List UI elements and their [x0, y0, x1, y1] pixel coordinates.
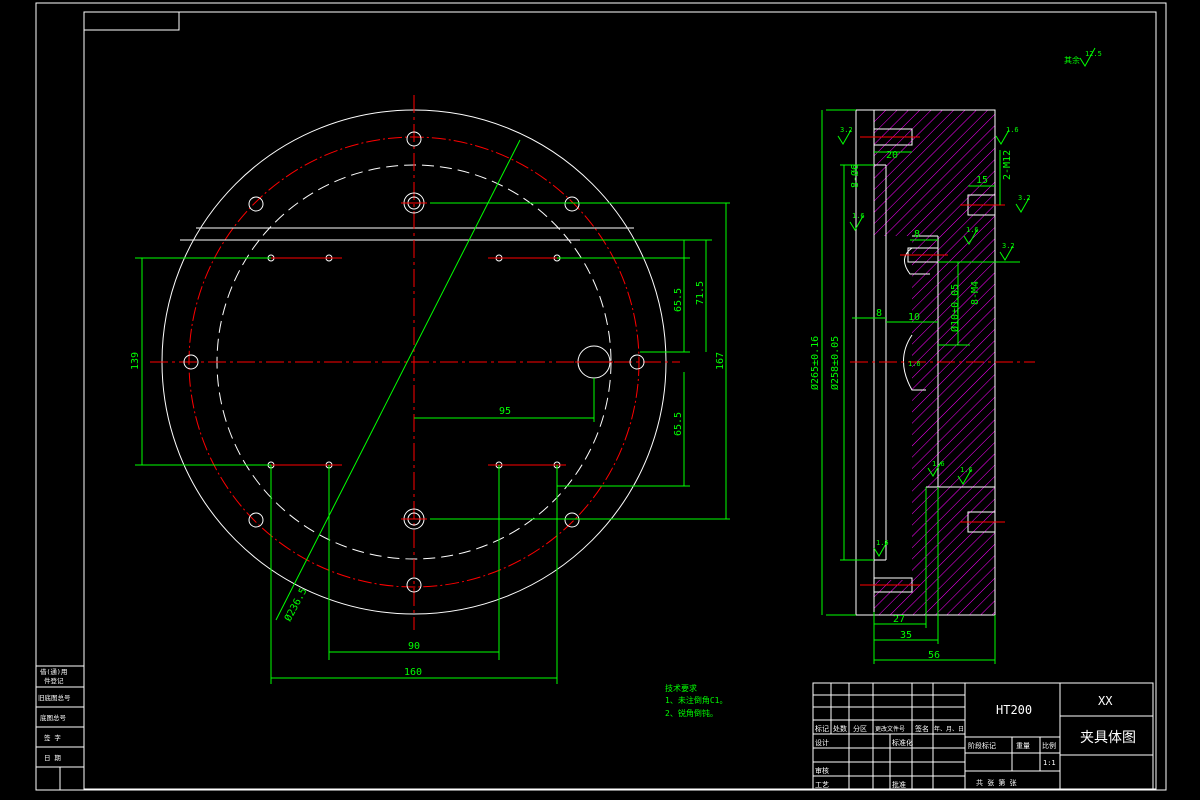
roughness-8: 1.6 — [932, 460, 945, 468]
dim-10: 10 — [908, 312, 920, 323]
header-col-1: 标记 — [815, 724, 829, 733]
dim-65-5-bot: 65.5 — [673, 412, 684, 436]
strip-row-1: 借(通)用 — [40, 667, 67, 676]
scale-value: 1:1 — [1043, 759, 1056, 767]
dim-35: 35 — [900, 630, 912, 641]
dim-90: 90 — [408, 641, 420, 652]
note-other-value: 12.5 — [1085, 50, 1102, 58]
roughness-2: 1.6 — [1006, 126, 1019, 134]
strip-row-3: 旧底图总号 — [38, 693, 71, 702]
section-centerlines — [850, 136, 1035, 586]
left-strip-table: 借(通)用 件登记 旧底图总号 底图总号 签 字 日 期 — [35, 665, 85, 791]
role-process: 工艺 — [815, 781, 829, 789]
dim-95: 95 — [499, 406, 511, 417]
dim-139: 139 — [130, 352, 141, 370]
dim-15: 15 — [976, 175, 988, 186]
dim-65-5-top: 65.5 — [673, 288, 684, 312]
role-review: 审核 — [815, 766, 829, 775]
dim-56: 56 — [928, 650, 940, 661]
dim-phi10: Ø10±0.05 — [949, 284, 961, 332]
dim-8-top: 8 — [914, 229, 920, 240]
technical-notes: 技术要求 1、未注倒角C1。 2、锐角倒钝。 — [665, 683, 727, 718]
tech-notes-line-1: 1、未注倒角C1。 — [665, 695, 727, 705]
outer-holes — [183, 131, 645, 593]
approve-label: 批准 — [892, 780, 906, 789]
roughness-1: 3.2 — [840, 126, 853, 134]
header-col-2: 处数 — [833, 724, 847, 733]
header-col-3: 分区 — [853, 724, 867, 733]
other-roughness-note: 其余 12.5 — [1064, 47, 1102, 67]
header-col-5: 签名 — [915, 724, 929, 733]
drawing-title: 夹具体图 — [1080, 730, 1136, 746]
dim-8phi6: 8-Ø6 — [849, 164, 861, 188]
section-dimensions — [821, 109, 1020, 664]
strip-row-2: 件登记 — [44, 676, 64, 685]
tech-notes-heading: 技术要求 — [665, 683, 697, 693]
sheets-label: 共 张 第 张 — [976, 778, 1017, 787]
note-roughness-mark — [1079, 47, 1096, 67]
roughness-10: 1.6 — [876, 539, 889, 547]
section-dim-text: Ø265±0.16 Ø258±0.05 8-Ø6 20 2-M12 15 8 8… — [809, 150, 1013, 661]
role-design: 设计 — [815, 738, 829, 747]
roughness-9: 1.6 — [960, 466, 973, 474]
section-view: Ø265±0.16 Ø258±0.05 8-Ø6 20 2-M12 15 8 8… — [809, 109, 1035, 664]
dim-20: 20 — [886, 150, 898, 161]
std-label: 标准化 — [892, 738, 913, 747]
roughness-6: 3.2 — [1002, 242, 1015, 250]
strip-row-6: 日 期 — [44, 754, 61, 762]
dim-27: 27 — [893, 614, 905, 625]
strip-row-5: 签 字 — [44, 733, 61, 742]
roughness-4: 1.6 — [852, 212, 865, 220]
tech-notes-line-2: 2、锐角倒钝。 — [665, 708, 718, 718]
roughness-5: 1.6 — [966, 226, 979, 234]
sheet-frame — [35, 2, 1167, 791]
roughness-3: 3.2 — [1018, 194, 1031, 202]
scale-label: 比例 — [1042, 741, 1056, 750]
weight-label: 重量 — [1016, 742, 1030, 750]
strip-row-4: 底图总号 — [40, 713, 67, 722]
header-col-6: 年、月、日 — [934, 725, 964, 733]
dim-2m12: 2-M12 — [1002, 150, 1013, 180]
title-block: 标记 处数 分区 更改文件号 签名 年、月、日 设计 标准化 审核 工艺 批准 … — [812, 682, 1154, 790]
dim-71-5: 71.5 — [695, 281, 706, 305]
dim-160: 160 — [404, 667, 422, 678]
note-other-label: 其余 — [1064, 55, 1080, 65]
front-dimensions — [135, 139, 730, 684]
roughness-marks — [837, 129, 1030, 557]
dim-phi258: Ø258±0.05 — [829, 336, 841, 390]
material: HT200 — [996, 703, 1032, 717]
roughness-symbols: 3.2 1.6 3.2 1.6 1.6 3.2 1.6 1.6 1.6 1.6 — [840, 126, 1031, 547]
header-col-4: 更改文件号 — [875, 725, 905, 733]
stage-label: 阶段标记 — [968, 741, 996, 750]
dim-8-mid: 8 — [876, 308, 882, 319]
section-body-hatch — [874, 110, 995, 615]
dim-167: 167 — [715, 352, 726, 370]
roughness-7: 1.6 — [908, 360, 921, 368]
dim-phi265: Ø265±0.16 — [809, 336, 821, 390]
front-view: Ø236.5 95 90 160 139 65.5 71.5 65.5 167 — [130, 95, 730, 684]
dim-8m4: 8-M4 — [970, 281, 981, 305]
drawing-code: XX — [1098, 694, 1113, 708]
